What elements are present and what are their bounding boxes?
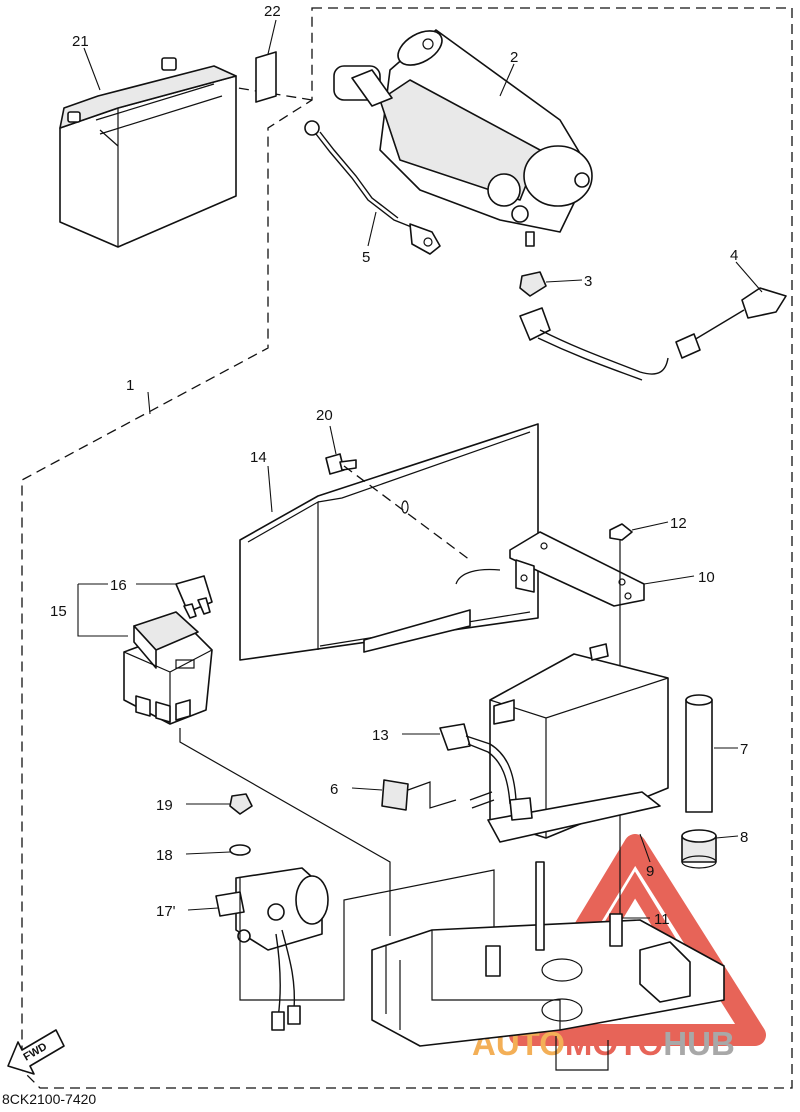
callout-6: 6 [330, 781, 338, 798]
callouts: 1 2 3 4 5 6 7 8 9 10 11 12 13 14 15 16 1… [50, 3, 748, 928]
callout-2: 2 [510, 49, 518, 66]
callout-15: 15 [50, 603, 67, 620]
callout-10: 10 [698, 569, 715, 586]
pad-6 [381, 779, 409, 811]
relay-wire [179, 728, 391, 936]
battery-pad [255, 51, 277, 103]
battery [59, 57, 237, 248]
callout-1: 1 [126, 377, 134, 394]
bolt-hole [401, 500, 409, 514]
leader-lines [77, 19, 763, 919]
callout-19: 19 [156, 797, 173, 814]
switch-17 [215, 867, 329, 1031]
callout-18: 18 [156, 847, 173, 864]
callout-14: 14 [250, 449, 267, 466]
callout-20: 20 [316, 407, 333, 424]
washer-18 [229, 844, 251, 856]
nut-3 [519, 271, 547, 297]
callout-11: 11 [654, 911, 670, 928]
callout-12: 12 [670, 515, 687, 532]
callout-4: 4 [730, 247, 738, 264]
bolt-20 [325, 453, 357, 475]
starter-motor [333, 29, 593, 247]
sleeve-7 [685, 694, 713, 813]
pad-6-step [407, 781, 457, 809]
switch-wire [239, 869, 495, 1001]
grommet-8 [681, 829, 717, 869]
fuse-16 [175, 575, 213, 619]
relay-15 [123, 611, 213, 725]
bolt-20-axis [343, 465, 471, 561]
callout-9: 9 [646, 863, 654, 880]
callout-8: 8 [740, 829, 748, 846]
nut-12 [609, 523, 633, 541]
control-unit-9 [487, 643, 669, 843]
bracket-10 [509, 531, 645, 607]
assembly-boundary [21, 7, 793, 1089]
starter-cable [304, 120, 441, 255]
callout-13: 13 [372, 727, 389, 744]
cover-14 [239, 423, 539, 661]
callout-17: 17' [156, 903, 176, 920]
callout-16: 16 [110, 577, 127, 594]
coupler-13 [439, 723, 533, 821]
callout-5: 5 [362, 249, 370, 266]
callout-3: 3 [584, 273, 592, 290]
callout-7: 7 [740, 741, 748, 758]
nut-19 [229, 793, 253, 815]
callout-21: 21 [72, 33, 89, 50]
callout-22: 22 [264, 3, 281, 20]
lead-wire-4 [519, 287, 787, 381]
fwd-arrow-icon: FWD [7, 1029, 65, 1075]
diagram-code: 8CK2100-7420 [2, 1091, 96, 1107]
mounting-plate [371, 861, 725, 1071]
